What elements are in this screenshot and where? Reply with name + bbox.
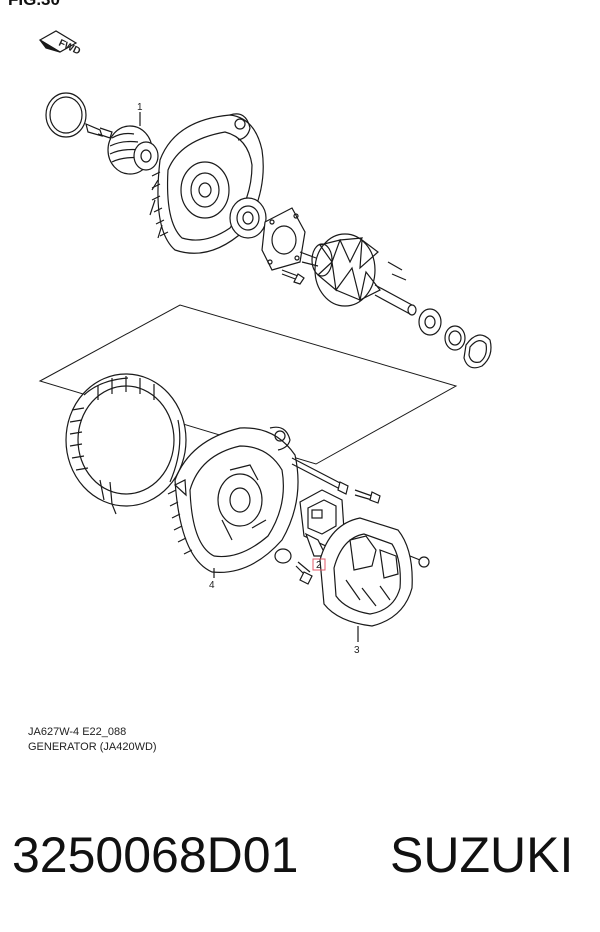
rear-cover-part	[319, 517, 430, 627]
through-bolt-part	[291, 457, 349, 495]
rotor-part	[299, 233, 417, 316]
short-bolt-part	[354, 489, 381, 504]
rectifier-end-frame-part	[167, 426, 299, 573]
terminal-part	[274, 548, 313, 585]
pulley-bolt-part	[85, 122, 113, 139]
product-info-band	[0, 775, 600, 932]
retainer-plate-part	[261, 207, 306, 271]
callout-2: 2	[316, 560, 322, 571]
front-bearing-part	[229, 197, 267, 239]
rear-seal-part	[463, 334, 492, 369]
o-ring-part	[45, 92, 87, 138]
fwd-label: FWD	[57, 38, 82, 58]
callout-2-highlight-box	[312, 558, 326, 571]
diagram-ref-code: JA627W-4 E22_088	[28, 726, 127, 738]
part-number: 3250068D01	[12, 827, 299, 883]
callout-3: 3	[354, 645, 360, 656]
retainer-screw-part	[281, 269, 305, 285]
fwd-arrow-icon: FWD	[38, 30, 82, 58]
figure-label: FIG.30	[8, 0, 60, 10]
diagram-drawing: FWD	[38, 30, 492, 656]
exploded-diagram: FIG.30 FWD	[8, 0, 492, 753]
rear-bearing-part	[418, 308, 442, 336]
pulley-part	[107, 125, 159, 175]
bearing-cover-part	[444, 325, 466, 351]
regulator-part	[299, 489, 345, 557]
callout-4: 4	[209, 580, 215, 591]
diagram-caption: GENERATOR (JA420WD)	[28, 741, 157, 753]
brand-name: SUZUKI	[390, 827, 574, 883]
stator-part	[65, 373, 187, 515]
callout-1: 1	[137, 102, 143, 113]
